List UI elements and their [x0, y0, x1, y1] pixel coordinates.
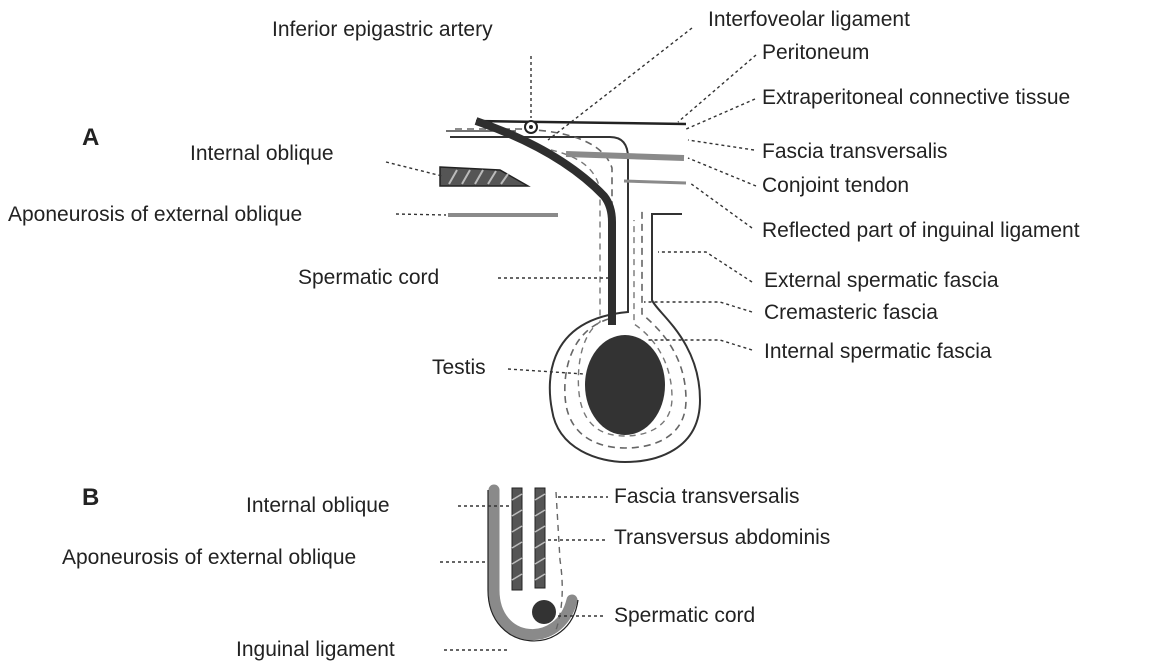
inferior-epigastric-artery-dot — [529, 125, 533, 129]
panel-a-leader-lines — [386, 28, 756, 374]
leader-testis — [508, 369, 584, 374]
label-fascia-transversalis: Fascia transversalis — [762, 140, 948, 164]
b-spermatic-cord-circle — [532, 600, 556, 624]
b-transversus-abdominis-column — [535, 488, 545, 588]
label-transversus-abdominis: Transversus abdominis — [614, 526, 830, 550]
label-internal-spermatic-fascia: Internal spermatic fascia — [764, 340, 992, 364]
label-inguinal-ligament: Inguinal ligament — [236, 638, 395, 662]
fascia-transversalis-band — [566, 154, 684, 158]
peritoneum-line — [476, 121, 686, 124]
label-interfoveolar-ligament: Interfoveolar ligament — [708, 8, 910, 32]
leader-internal-spermatic-fascia — [646, 340, 752, 350]
label-inferior-epigastric-artery: Inferior epigastric artery — [272, 18, 493, 42]
label-internal-oblique-a: Internal oblique — [190, 142, 334, 166]
panel-a-drawing — [440, 121, 700, 462]
panel-a-letter: A — [82, 124, 99, 152]
testis-shape — [585, 335, 665, 435]
leader-peritoneum — [678, 55, 756, 122]
leader-aponeurosis-external-oblique — [396, 214, 446, 215]
label-extraperitoneal-connective-tissue: Extraperitoneal connective tissue — [762, 86, 1070, 110]
label-conjoint-tendon: Conjoint tendon — [762, 174, 909, 198]
spermatic-cord-band — [476, 121, 612, 325]
leader-reflected-inguinal — [690, 183, 752, 228]
conjoint-tendon-band — [624, 181, 686, 183]
testis-top-cap — [606, 327, 644, 336]
b-fascia-transversalis-line — [556, 492, 562, 630]
label-peritoneum: Peritoneum — [762, 41, 869, 65]
leader-extraperitoneal-tissue — [684, 99, 755, 130]
panel-b-drawing — [488, 488, 578, 641]
label-cremasteric-fascia: Cremasteric fascia — [764, 301, 938, 325]
label-aponeurosis-of-external-oblique-a: Aponeurosis of external oblique — [8, 203, 302, 227]
leader-internal-oblique — [386, 162, 442, 176]
label-external-spermatic-fascia: External spermatic fascia — [764, 269, 999, 293]
leader-external-spermatic-fascia — [658, 252, 752, 282]
label-spermatic-cord-b: Spermatic cord — [614, 604, 755, 628]
label-fascia-transversalis-b: Fascia transversalis — [614, 485, 800, 509]
leader-conjoint-tendon — [688, 158, 756, 186]
label-aponeurosis-of-external-oblique-b: Aponeurosis of external oblique — [62, 546, 356, 570]
label-spermatic-cord-a: Spermatic cord — [298, 266, 439, 290]
leader-fascia-transversalis — [688, 140, 754, 150]
panel-b-leader-lines — [440, 497, 608, 650]
panel-b-letter: B — [82, 484, 99, 512]
label-testis: Testis — [432, 356, 486, 380]
label-internal-oblique-b: Internal oblique — [246, 494, 390, 518]
label-reflected-part-of-inguinal-ligament: Reflected part of inguinal ligament — [762, 219, 1080, 243]
